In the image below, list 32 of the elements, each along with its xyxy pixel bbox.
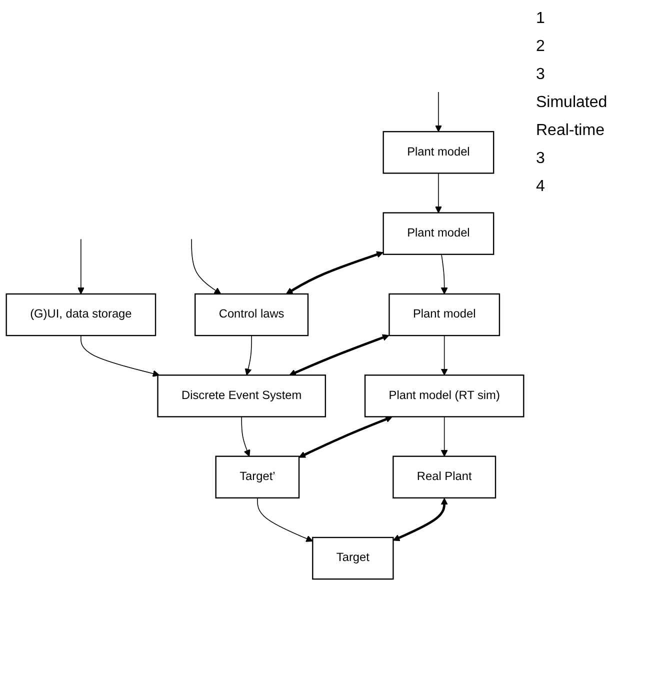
arrow [257,498,313,542]
arrow [440,254,448,294]
row-label: 1 [536,10,546,28]
node-box: (G)UI, data storage [6,293,156,336]
arrow [440,416,448,457]
row-label: 3 [536,66,546,84]
node-box: Target [312,536,394,580]
arrow [77,238,84,294]
arrow [392,498,448,542]
row-label: 3 [536,150,546,168]
node-box: Real Plant [392,456,496,498]
row-label: 2 [536,38,546,56]
node-box: Plant model [382,212,494,255]
node-box: Plant model [382,131,494,174]
node-box: Control laws [194,293,309,336]
arrow [244,335,252,376]
arrow [434,92,442,132]
arrow [191,238,222,294]
node-box: Plant model [388,293,500,336]
arrow [434,172,442,214]
node-box: Target’ [215,456,300,498]
row-label: Real-time [536,122,606,140]
node-box: Discrete Event System [157,374,326,418]
arrow [289,334,390,376]
arrow [241,416,250,457]
arrow [440,335,448,376]
row-label: Simulated [536,94,608,112]
arrow [286,251,384,294]
node-box: Plant model (RT sim) [364,374,524,418]
arrow [80,335,160,377]
row-label: 4 [536,178,546,196]
arrow [298,416,392,458]
